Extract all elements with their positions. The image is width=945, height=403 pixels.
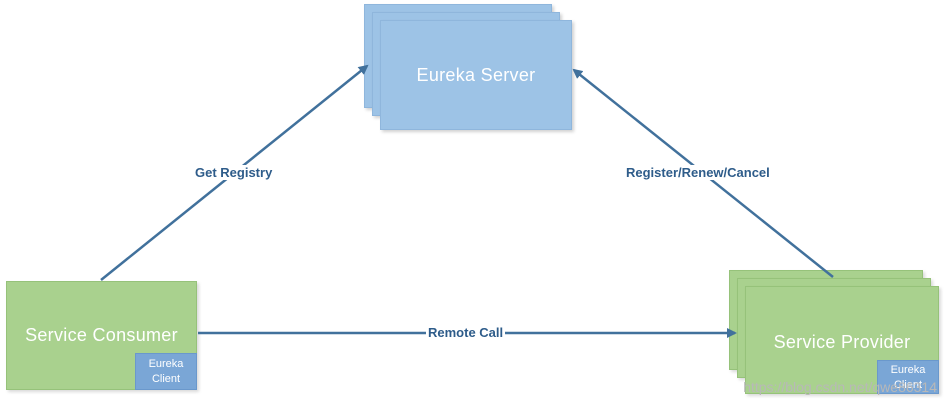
eureka-server-label: Eureka Server: [416, 65, 536, 85]
get-registry-label: Get Registry: [193, 165, 275, 180]
service-consumer-node: Service Consumer Eureka Client: [6, 281, 197, 390]
service-consumer-label: Service Consumer: [25, 325, 178, 345]
watermark-url: https://blog.csdn.net/qwe86314: [743, 379, 937, 395]
consumer-badge-line-2: Client: [151, 373, 181, 385]
provider-badge-line-2: Client: [893, 379, 923, 391]
service-provider-node: Service Provider Eureka Client: [745, 286, 939, 394]
eureka-server-node: Eureka Server: [380, 20, 572, 130]
provider-eureka-client-badge: Eureka Client: [877, 360, 939, 394]
remote-call-label: Remote Call: [426, 325, 506, 340]
service-provider-label: Service Provider: [773, 332, 911, 352]
provider-badge-line-1: Eureka: [890, 364, 926, 376]
consumer-badge-line-1: Eureka: [148, 358, 184, 370]
register-renew-cancel-label: Register/Renew/Cancel: [624, 165, 772, 180]
consumer-eureka-client-badge: Eureka Client: [135, 353, 197, 390]
